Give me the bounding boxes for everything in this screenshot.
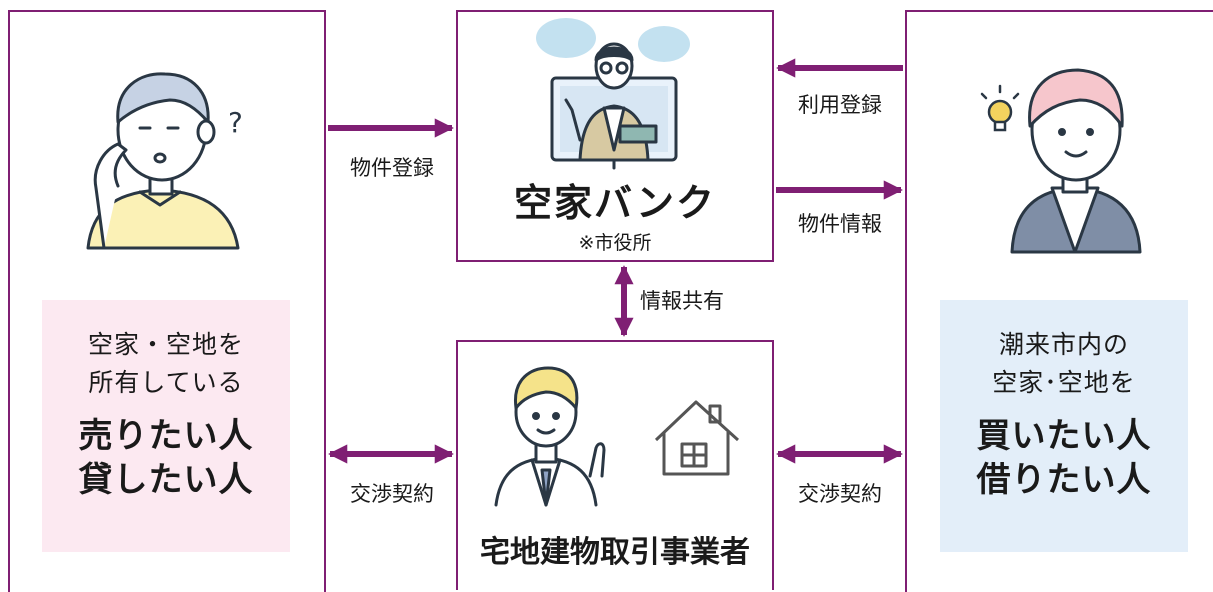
agent-title: 宅地建物取引事業者 xyxy=(480,535,750,570)
seller-line-1: 空家・空地を xyxy=(87,330,244,359)
seller-lend: 貸したい人 xyxy=(78,460,254,500)
real-estate-agent-box xyxy=(456,340,774,590)
seller-line-2: 所有している xyxy=(88,368,244,397)
label-user-registration: 利用登録 xyxy=(798,93,882,117)
label-negotiation-left: 交渉契約 xyxy=(350,482,434,506)
buyer-panel: 潮来市内の 空家･空地を 買いたい人 借りたい人 xyxy=(940,300,1188,552)
label-property-registration: 物件登録 xyxy=(350,156,434,180)
svg-text:?: ? xyxy=(228,106,243,139)
buyer-line-1: 潮来市内の xyxy=(998,330,1129,359)
label-property-info: 物件情報 xyxy=(798,212,882,236)
seller-panel: 空家・空地を 所有している 売りたい人 貸したい人 xyxy=(42,300,290,552)
seller-sell: 売りたい人 xyxy=(78,416,254,456)
bank-title: 空家バンク xyxy=(514,181,716,225)
bank-note: ※市役所 xyxy=(578,232,652,254)
buyer-line-2: 空家･空地を xyxy=(992,368,1136,397)
buyer-buy: 買いたい人 xyxy=(976,416,1152,456)
label-negotiation-right: 交渉契約 xyxy=(798,482,882,506)
buyer-rent: 借りたい人 xyxy=(976,460,1152,500)
label-info-sharing: 情報共有 xyxy=(640,289,724,313)
